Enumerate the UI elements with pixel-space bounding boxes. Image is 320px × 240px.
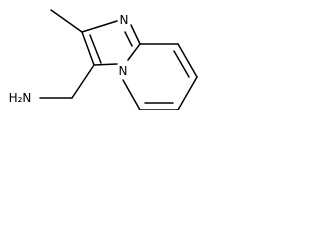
chemical-structure: N N H₂N bbox=[9, 9, 198, 110]
bond-c3-c2 bbox=[81, 31, 95, 66]
bond-c2-methyl bbox=[50, 9, 83, 33]
bond-c8-c7 bbox=[177, 43, 198, 78]
bond-c3-ch2 bbox=[71, 64, 95, 99]
atom-label-n1: N bbox=[120, 13, 129, 27]
bond-c8-c7-inner bbox=[173, 50, 190, 78]
bond-n1-c8a-inner bbox=[124, 31, 133, 47]
bond-n1-c8a bbox=[130, 24, 141, 45]
bond-c3-c2-inner bbox=[89, 34, 102, 64]
bond-c8a-n4 bbox=[127, 43, 141, 61]
atom-label-n4: N bbox=[119, 64, 128, 78]
atom-label-nh2: H₂N bbox=[9, 91, 32, 105]
bond-n4-c3 bbox=[93, 63, 118, 66]
bond-c7-c6 bbox=[177, 76, 198, 110]
bond-c5-n4 bbox=[122, 79, 141, 110]
bond-c2-n1 bbox=[81, 20, 118, 33]
